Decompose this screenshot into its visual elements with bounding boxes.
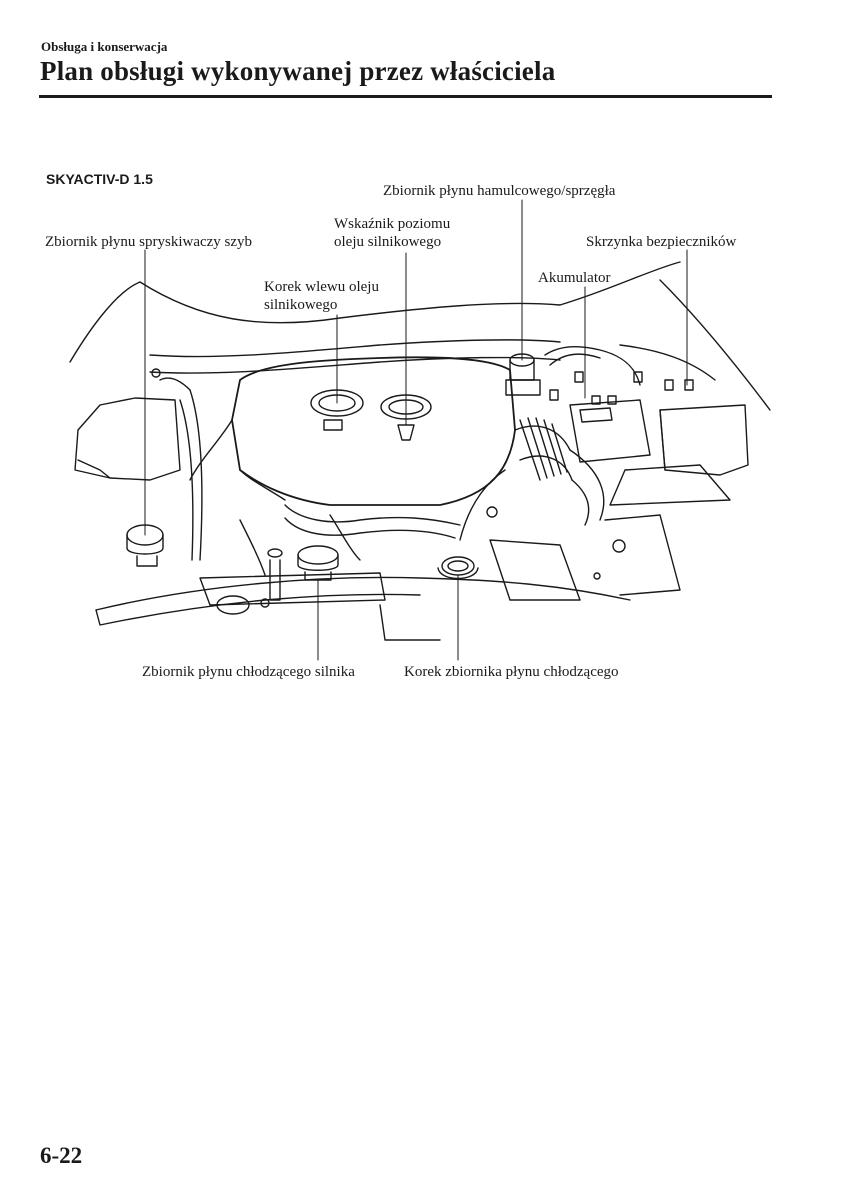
battery <box>544 346 651 463</box>
callout-fuse-box: Skrzynka bezpieczników <box>586 234 737 250</box>
callout-oil-dipstick-line2: oleju silnikowego <box>334 234 442 250</box>
callout-oil-filler-cap-line1: Korek wlewu oleju <box>264 279 379 295</box>
coolant-reservoir-cap <box>267 545 339 601</box>
fuse-box <box>609 379 749 506</box>
callout-brake-clutch-reservoir: Zbiornik płynu hamulcowego/sprzęgła <box>383 183 616 199</box>
callout-coolant-cap: Korek zbiornika płynu chłodzącego <box>404 664 619 680</box>
left-fender-area <box>74 368 203 561</box>
intake-hose <box>514 417 605 526</box>
callout-coolant-reservoir: Zbiornik płynu chłodzącego silnika <box>142 664 355 680</box>
page-number: 6-22 <box>40 1143 83 1168</box>
callout-leader-lines <box>144 199 688 661</box>
engine-cover <box>189 356 516 506</box>
misc-hoses <box>239 504 461 576</box>
callout-oil-filler-cap: Korek wlewu oleju silnikowego <box>264 278 379 314</box>
front-lower-structure <box>95 469 681 641</box>
title-divider <box>39 95 772 98</box>
page-title: Plan obsługi wykonywanej przez właścicie… <box>40 56 556 86</box>
callout-battery: Akumulator <box>538 270 611 286</box>
callout-oil-filler-cap-line2: silnikowego <box>264 297 338 313</box>
callout-washer-reservoir: Zbiornik płynu spryskiwaczy szyb <box>45 234 253 250</box>
callout-oil-dipstick-line1: Wskaźnik poziomu <box>334 216 451 232</box>
engine-variant-label: SKYACTIV-D 1.5 <box>46 171 153 187</box>
callout-oil-dipstick: Wskaźnik poziomu oleju silnikowego <box>334 215 450 251</box>
hood-outline <box>69 261 771 411</box>
section-label: Obsługa i konserwacja <box>41 39 168 54</box>
